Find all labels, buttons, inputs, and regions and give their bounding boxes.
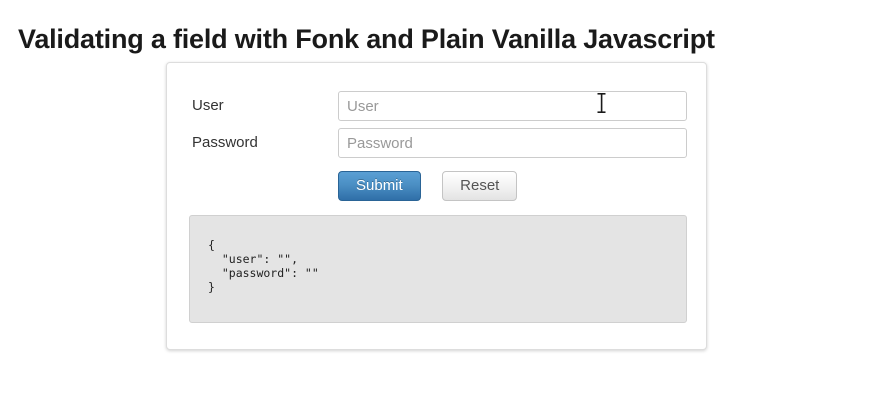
page-title: Validating a field with Fonk and Plain V…	[18, 24, 715, 55]
form-button-row: Submit Reset	[338, 171, 518, 201]
password-input[interactable]	[338, 128, 687, 158]
submit-button[interactable]: Submit	[338, 171, 421, 201]
user-input[interactable]	[338, 91, 687, 121]
reset-button[interactable]: Reset	[442, 171, 518, 201]
form-row-user: User	[192, 91, 687, 121]
login-form: User Password Submit Reset { "user": "",…	[167, 63, 706, 349]
json-output-panel: { "user": "", "password": "" }	[189, 215, 687, 323]
password-label: Password	[192, 134, 258, 151]
user-label: User	[192, 97, 224, 114]
form-row-password: Password	[192, 128, 687, 158]
form-panel: User Password Submit Reset { "user": "",…	[166, 62, 707, 350]
